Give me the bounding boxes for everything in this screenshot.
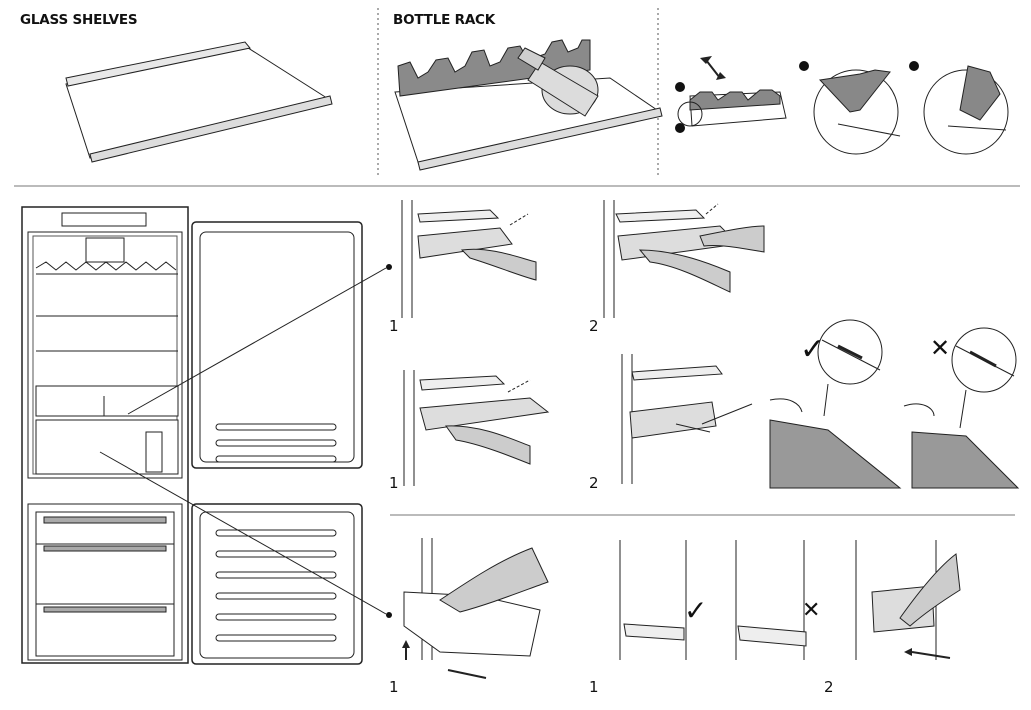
drawer-panel-3 bbox=[855, 540, 961, 660]
insert-shelf-step-2: 2 bbox=[589, 474, 599, 492]
drawer-correct-check-mark: ✓ bbox=[684, 594, 708, 627]
bottle-rack-detail bbox=[675, 56, 1009, 155]
bottle-rack-title: BOTTLE RACK bbox=[393, 12, 496, 28]
shelf-panel-4 bbox=[621, 354, 753, 484]
drawer-panel-2 bbox=[619, 540, 807, 660]
insert-drawer-step-2: 2 bbox=[824, 678, 834, 696]
insert-drawer-step-1: 1 bbox=[589, 678, 599, 696]
shelf-fit-incorrect bbox=[903, 327, 1020, 489]
shelf-panel-3 bbox=[403, 370, 550, 486]
correct-check-mark: ✓ bbox=[800, 332, 826, 367]
shelf-panel-2 bbox=[603, 200, 765, 318]
glass-shelf-illustration bbox=[65, 41, 333, 163]
drawer-incorrect-cross-mark: ✕ bbox=[802, 598, 821, 623]
incorrect-cross-mark: ✕ bbox=[930, 334, 951, 362]
remove-shelf-step-1: 1 bbox=[389, 317, 399, 335]
drawer-panel-1 bbox=[402, 538, 549, 679]
shelf-panel-1 bbox=[401, 200, 537, 318]
remove-shelf-step-2: 2 bbox=[589, 317, 599, 335]
remove-drawer-step-1: 1 bbox=[389, 678, 399, 696]
glass-shelves-title: GLASS SHELVES bbox=[20, 12, 138, 28]
bottle-rack-illustration bbox=[394, 39, 663, 171]
insert-shelf-step-1: 1 bbox=[389, 474, 399, 492]
fridge-illustration bbox=[21, 206, 392, 665]
shelf-fit-correct bbox=[769, 319, 902, 489]
